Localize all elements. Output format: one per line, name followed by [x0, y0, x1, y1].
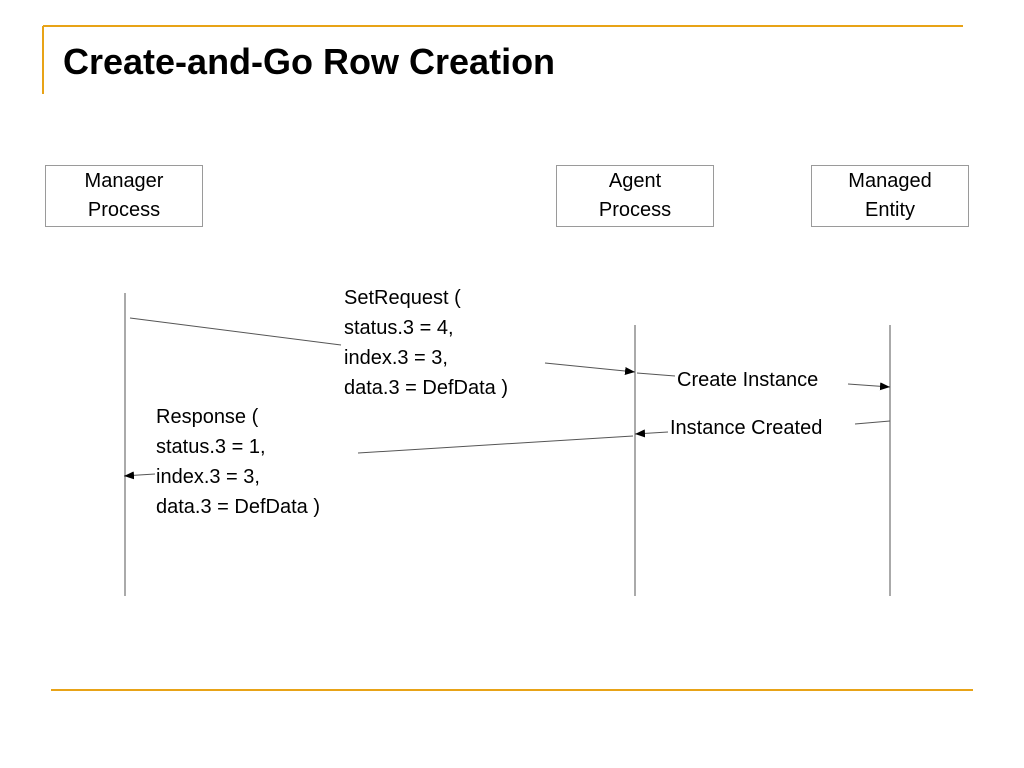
set-request-arrow-segment-1	[129, 317, 342, 346]
set-request-label: SetRequest ( status.3 = 4, index.3 = 3, …	[344, 283, 508, 403]
page-title: Create-and-Go Row Creation	[63, 41, 556, 82]
instance-created-arrow-segment-2	[634, 429, 669, 438]
response-line: status.3 = 1,	[156, 436, 266, 458]
instance-created-arrow-segment-1	[854, 420, 891, 425]
response-line: Response (	[156, 406, 259, 428]
participant-label-line1: Managed	[848, 170, 932, 192]
response-label: Response ( status.3 = 1, index.3 = 3, da…	[156, 402, 320, 522]
set-request-line: status.3 = 4,	[344, 317, 454, 339]
participant-label-line1: Manager	[84, 170, 164, 192]
managed-entity-box: Managed Entity	[811, 165, 969, 227]
response-arrow-segment-2	[123, 471, 156, 480]
participant-label-line2: Process	[87, 199, 161, 221]
participant-label-line1: Agent	[608, 170, 662, 192]
set-request-line: data.3 = DefData )	[344, 377, 508, 399]
create-instance-label: Create Instance	[677, 369, 819, 391]
response-arrow-segment-1	[357, 435, 634, 454]
set-request-line: SetRequest (	[344, 287, 461, 309]
create-instance-arrow-segment-2	[847, 382, 891, 391]
response-line: index.3 = 3,	[156, 466, 260, 488]
instance-created-label: Instance Created	[670, 417, 823, 439]
participant-label-line2: Process	[598, 199, 672, 221]
set-request-line: index.3 = 3,	[344, 347, 448, 369]
participant-label-line2: Entity	[864, 199, 916, 221]
response-line: data.3 = DefData )	[156, 496, 320, 518]
manager-process-box: Manager Process	[45, 165, 203, 227]
agent-process-box: Agent Process	[556, 165, 714, 227]
set-request-arrow-segment-2	[544, 362, 636, 375]
create-instance-arrow-segment-1	[636, 372, 676, 377]
